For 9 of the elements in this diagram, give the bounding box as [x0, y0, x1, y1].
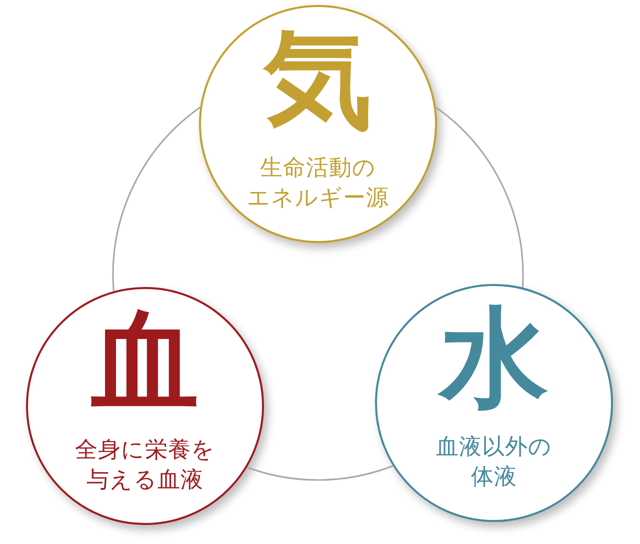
kanji-character: 血: [91, 307, 199, 415]
kanji-character: 気: [264, 25, 372, 133]
connector-arc: [435, 106, 524, 288]
description-text: 生命活動のエネルギー源: [247, 154, 389, 213]
kanji-character: 水: [440, 304, 548, 412]
connector-arc: [112, 106, 201, 292]
description-text: 全身に栄養を与える血液: [75, 436, 215, 495]
description-text: 血液以外の体液: [436, 433, 552, 492]
connector-arc: [246, 465, 394, 481]
